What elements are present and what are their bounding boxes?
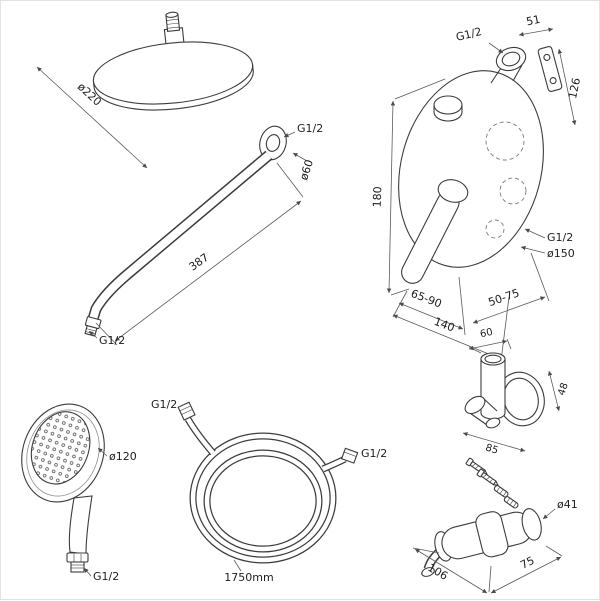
dim-bracket-width: 106 (425, 561, 450, 583)
bracket-drawing: ø41 106 75 (412, 457, 578, 594)
dim-mixer-top-depth: 51 (525, 13, 541, 29)
hose-connector-b (340, 447, 359, 464)
arm-outlet-connector (84, 316, 102, 337)
dim-hand-shower-diameter: ø120 (109, 450, 137, 463)
shower-arm-drawing: G1/2 ø60 387 G1/2 (84, 122, 323, 347)
dim-mixer-plate-diameter: ø150 (547, 247, 575, 260)
dim-outlet-base: 85 (484, 442, 499, 456)
dim-hose-thread-a: G1/2 (151, 398, 177, 411)
screw-icon (476, 468, 499, 486)
mixer-drawing: G1/2 51 126 180 G1/2 ø150 65-90 140 50-7… (371, 13, 583, 362)
dim-mixer-top-thread: G1/2 (455, 25, 484, 44)
hose-connector-a (177, 401, 196, 421)
dim-hose-thread-b: G1/2 (361, 447, 387, 460)
wall-plug-icon (503, 496, 519, 509)
wall-plug-icon (493, 485, 509, 498)
wall-outlet-drawing: 60 48 85 (462, 327, 571, 457)
overhead-shower-drawing: ø220 (36, 11, 254, 169)
dim-mixer-body-height: 180 (371, 186, 385, 207)
dim-mixer-install-range: 50-75 (487, 286, 521, 309)
dim-arm-flange-diameter: ø60 (297, 158, 316, 182)
mixer-mounting-bracket (537, 46, 563, 92)
dim-arm-wall-thread: G1/2 (297, 122, 323, 135)
hose-drawing: G1/2 G1/2 1750mm (151, 398, 387, 584)
dim-bracket-depth: 75 (518, 554, 536, 572)
hand-shower-drawing: ø120 G1/2 (21, 403, 137, 583)
dim-bracket-diameter: ø41 (557, 498, 578, 511)
dim-arm-length: 387 (187, 251, 212, 274)
shower-head-disc (92, 11, 254, 111)
dim-mixer-outlet-thread: G1/2 (547, 231, 573, 244)
dim-outlet-width: 60 (479, 327, 494, 340)
dim-mixer-upper-height: 126 (566, 77, 583, 100)
hand-shower-head (21, 403, 105, 503)
dim-arm-outlet-thread: G1/2 (99, 334, 125, 347)
dim-hose-length: 1750mm (224, 571, 273, 584)
dim-mixer-width: 140 (432, 315, 456, 335)
dim-outlet-depth: 48 (556, 381, 570, 397)
dim-mixer-depth-range: 65-90 (409, 287, 444, 311)
dim-hand-shower-thread: G1/2 (93, 570, 119, 583)
